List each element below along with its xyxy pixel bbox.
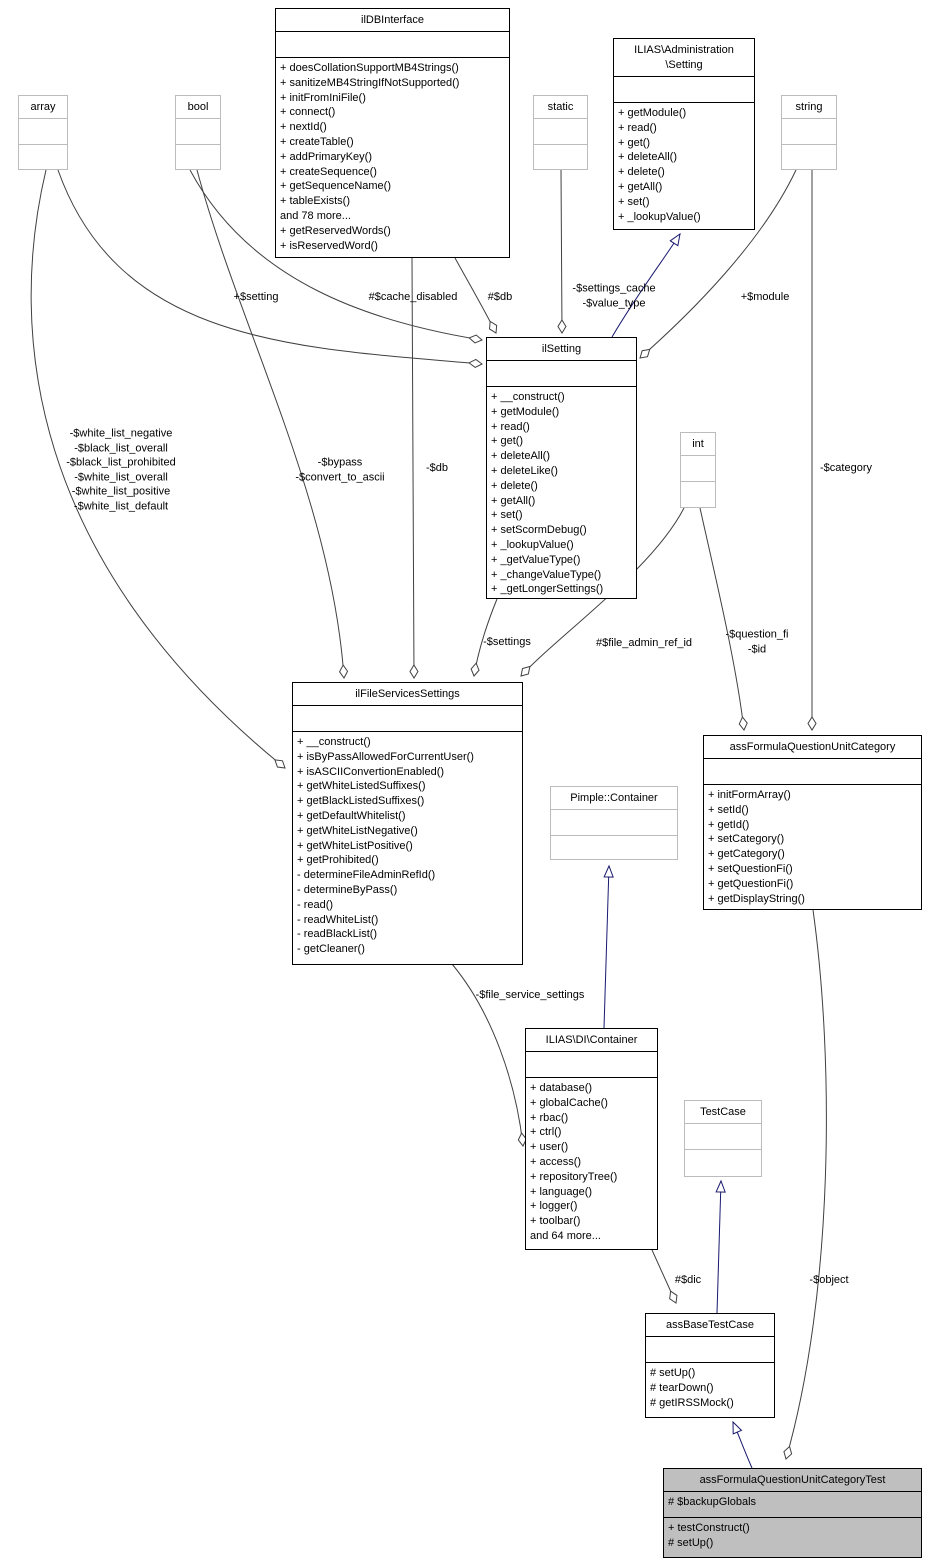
class-box-ilias-administration-setting: ILIAS\Administration\Setting + getModule… (613, 38, 755, 230)
class-attributes (551, 810, 677, 836)
class-box-assformulaquestionunitcategorytest: assFormulaQuestionUnitCategoryTest # $ba… (663, 1468, 922, 1558)
class-attributes (293, 706, 522, 732)
class-methods (176, 145, 220, 171)
class-methods: + getModule()+ read()+ get()+ deleteAll(… (618, 107, 701, 223)
class-attributes (704, 759, 921, 785)
class-title: array (19, 96, 67, 119)
class-attributes (681, 456, 715, 482)
edge-aggregation-settings-fss (470, 598, 498, 677)
edge-aggregation-cache-disabled (189, 169, 483, 344)
class-attributes (487, 361, 636, 387)
class-attributes: # $backupGlobals (664, 1492, 921, 1518)
class-box-ilsetting: ilSetting + __construct()+ getModule()+ … (486, 337, 637, 599)
edge-aggregation-db-fss (409, 257, 419, 679)
class-methods: + __construct()+ isByPassAllowedForCurre… (297, 736, 474, 956)
class-methods: + initFormArray()+ setId()+ getId()+ set… (708, 789, 805, 905)
class-box-bool: bool (175, 95, 221, 170)
edge-label-module: +$module (740, 290, 790, 303)
edge-inheritance-dicontainer-pimple (603, 864, 614, 1029)
class-title: assBaseTestCase (646, 1314, 774, 1337)
class-methods (782, 145, 836, 171)
class-title: TestCase (685, 1101, 761, 1124)
edge-label-setting: +$setting (233, 290, 279, 303)
class-box-static: static (533, 95, 588, 170)
edge-inheritance-ilsetting-administration-setting (611, 232, 681, 338)
class-box-ilias-di-container: ILIAS\DI\Container + database()+ globalC… (525, 1028, 658, 1250)
class-title: ilFileServicesSettings (293, 683, 522, 706)
edge-aggregation-whitelists (30, 169, 286, 769)
class-methods: + testConstruct()# setUp() (668, 1522, 750, 1549)
edge-label-bypass: -$bypass-$convert_to_ascii (295, 456, 385, 484)
edge-aggregation-setting (57, 169, 483, 369)
class-box-assbasetestcase: assBaseTestCase # setUp()# tearDown()# g… (645, 1313, 775, 1418)
class-box-int: int (680, 432, 716, 508)
class-title: static (534, 96, 587, 119)
edge-label-object: -$object (809, 1273, 849, 1286)
edge-label-settings-cache: -$settings_cache-$value_type (572, 282, 656, 310)
class-box-array: array (18, 95, 68, 170)
class-title: string (782, 96, 836, 119)
edge-aggregation-dic (651, 1249, 678, 1304)
edge-label-settings-fss: -$settings (483, 635, 531, 648)
class-methods (534, 145, 587, 171)
class-title: assFormulaQuestionUnitCategoryTest (664, 1469, 921, 1492)
class-attributes (782, 119, 836, 145)
class-methods: + doesCollationSupportMB4Strings()+ sani… (280, 62, 460, 252)
edge-aggregation-question-fi (699, 507, 748, 731)
edge-label-cache-disabled: #$cache_disabled (368, 290, 458, 303)
class-title: int (681, 433, 715, 456)
class-title: ILIAS\DI\Container (526, 1029, 657, 1052)
edge-label-db-setting: #$db (487, 290, 513, 303)
class-box-pimple-container: Pimple::Container (550, 786, 678, 860)
edge-label-db-fss: -$db (425, 461, 449, 474)
edge-label-file-admin-ref-id: #$file_admin_ref_id (595, 636, 693, 649)
class-methods: + __construct()+ getModule()+ read()+ ge… (491, 391, 604, 596)
edge-label-file-service-settings: -$file_service_settings (475, 988, 585, 1001)
class-attributes (526, 1052, 657, 1078)
class-box-ilfileservicessettings: ilFileServicesSettings + __construct()+ … (292, 682, 523, 965)
edge-inheritance-test-assbasetestcase (732, 1420, 753, 1469)
class-methods (685, 1150, 761, 1176)
class-methods: + database()+ globalCache()+ rbac()+ ctr… (530, 1082, 618, 1242)
edge-aggregation-settings-cache (557, 169, 567, 334)
class-box-string: string (781, 95, 837, 170)
class-methods: # setUp()# tearDown()# getIRSSMock() (650, 1367, 734, 1409)
class-box-testcase: TestCase (684, 1100, 762, 1177)
class-box-ildbinterface: ilDBInterface + doesCollationSupportMB4S… (275, 8, 510, 258)
edge-inheritance-assbasetestcase-testcase (715, 1179, 726, 1314)
class-attributes (176, 119, 220, 145)
edge-label-question-fi: -$question_fi-$id (725, 628, 789, 656)
edge-label-category: -$category (820, 461, 872, 474)
class-attributes (685, 1124, 761, 1150)
class-title: ilDBInterface (276, 9, 509, 32)
edge-aggregation-bypass (196, 169, 349, 679)
class-title: bool (176, 96, 220, 119)
edge-label-dic: #$dic (674, 1273, 702, 1286)
class-attributes (276, 32, 509, 58)
edge-label-whitelists: -$white_list_negative-$black_list_overal… (66, 427, 176, 513)
class-methods (681, 482, 715, 508)
class-box-assformulaquestionunitcategory: assFormulaQuestionUnitCategory + initFor… (703, 735, 922, 910)
class-title: Pimple::Container (551, 787, 677, 810)
class-title: assFormulaQuestionUnitCategory (704, 736, 921, 759)
edge-aggregation-db-setting (454, 257, 498, 334)
class-attributes (646, 1337, 774, 1363)
class-methods (19, 145, 67, 171)
class-attributes (534, 119, 587, 145)
class-attributes (19, 119, 67, 145)
class-attributes (614, 77, 754, 103)
class-title: ilSetting (487, 338, 636, 361)
class-title: ILIAS\Administration\Setting (614, 39, 754, 77)
edge-aggregation-file-service-settings (451, 963, 527, 1147)
class-methods (551, 836, 677, 862)
edge-aggregation-module (639, 169, 797, 359)
edge-aggregation-object (783, 909, 827, 1460)
